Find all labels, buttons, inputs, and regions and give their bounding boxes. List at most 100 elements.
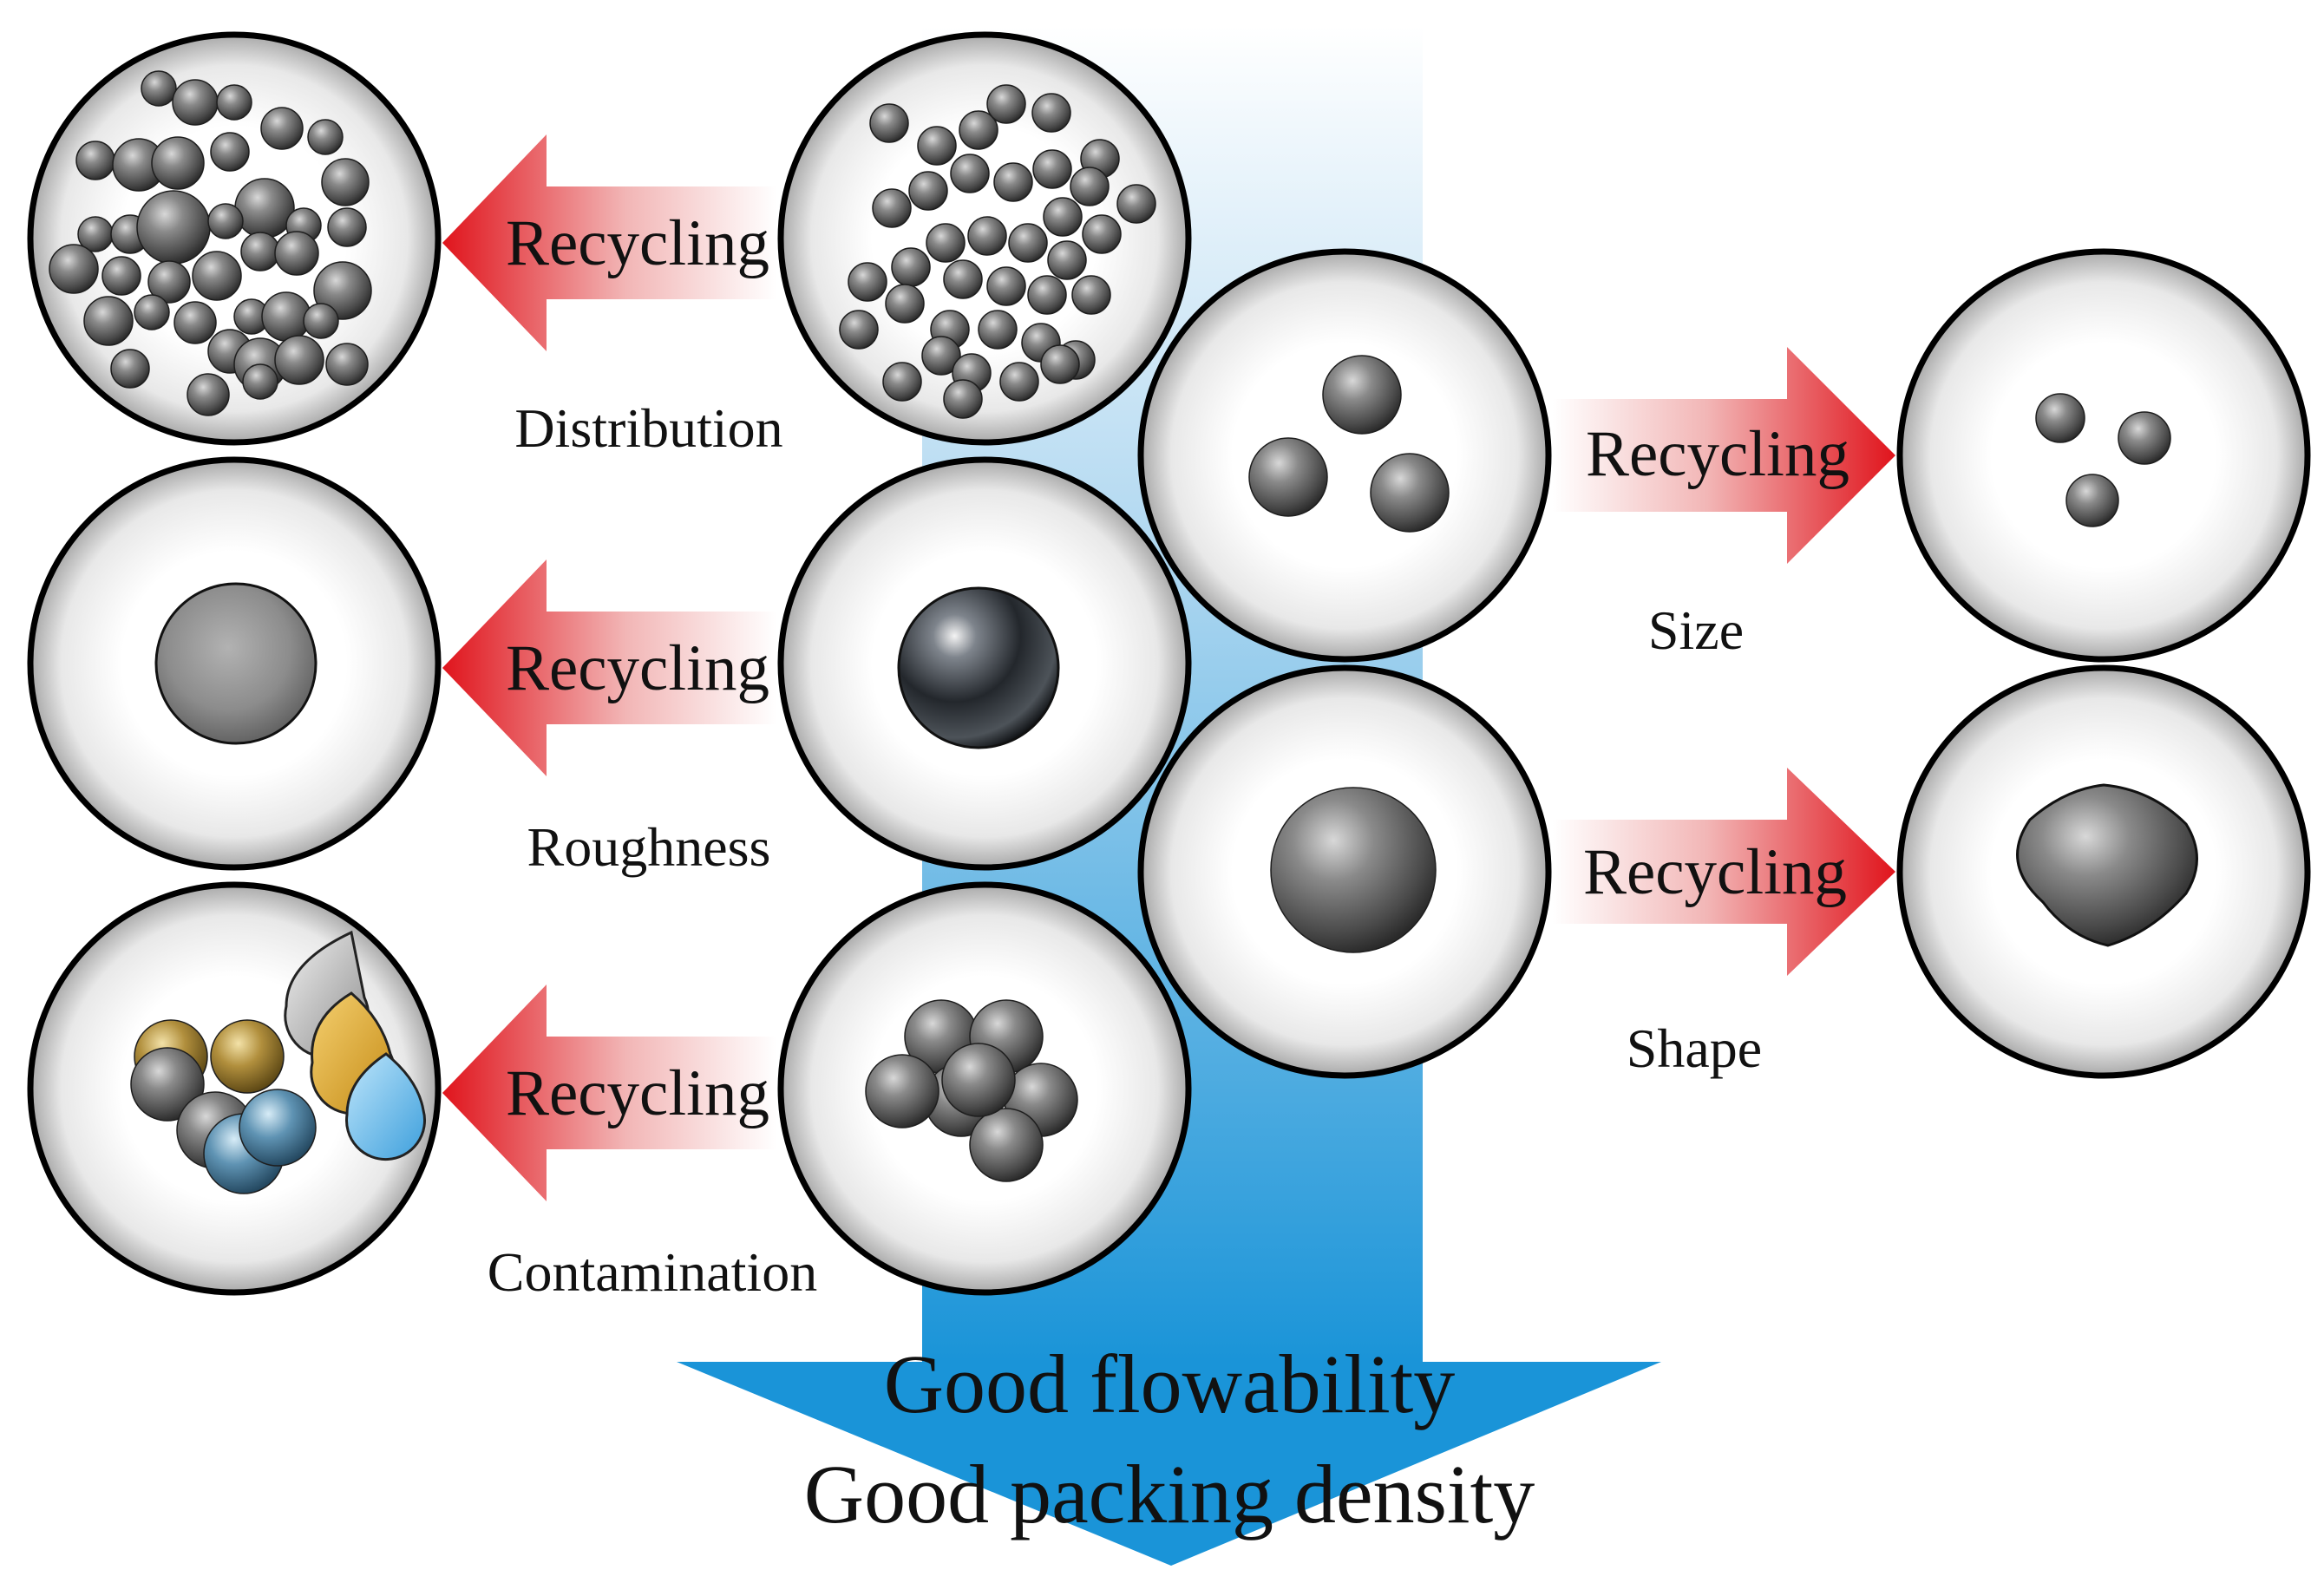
particle [872, 188, 912, 228]
particle [147, 260, 191, 304]
outcome-packing-density: Good packing density [804, 1448, 1535, 1540]
particle [993, 162, 1033, 202]
particle [921, 336, 961, 376]
circle-roughness-recycled [27, 456, 442, 871]
circle-shape-original [1137, 664, 1552, 1079]
particle [1070, 167, 1110, 206]
particle [151, 136, 205, 190]
particle [1248, 437, 1328, 517]
particle [325, 343, 369, 386]
particle [891, 247, 931, 287]
particle [885, 284, 925, 324]
particle [848, 262, 887, 302]
particle [1031, 93, 1071, 133]
particle [882, 362, 922, 402]
particle [83, 296, 134, 346]
particle [950, 154, 990, 193]
property-label-size: Size [1648, 599, 1744, 661]
particle [141, 70, 177, 107]
particle [192, 251, 242, 301]
particle [869, 103, 909, 143]
particle [865, 1054, 939, 1128]
recycling-arrow-size [1553, 347, 1895, 564]
particle [969, 1108, 1044, 1182]
circle-size-original [1137, 248, 1552, 663]
circle-roughness-original [777, 456, 1192, 871]
contaminant-droplet [345, 1052, 427, 1161]
particle [1032, 149, 1072, 189]
recycling-arrow-contamination [442, 984, 776, 1201]
circle-distribution-recycled [27, 31, 442, 446]
irregular-particle [2016, 783, 2198, 947]
particle [1370, 453, 1450, 533]
particle [2118, 411, 2171, 465]
recycling-label-roughness: Recycling [506, 632, 769, 704]
particle [1027, 275, 1067, 315]
particle [136, 190, 211, 265]
particle [967, 216, 1007, 256]
particle [1071, 275, 1111, 315]
particle [75, 141, 115, 180]
particle [1082, 214, 1122, 254]
particle [986, 84, 1026, 124]
recycling-arrow-shape [1553, 768, 1895, 976]
particle [1043, 197, 1083, 237]
rough-particle [154, 582, 318, 745]
particle [1040, 344, 1080, 384]
particle [321, 158, 370, 206]
property-label-contamination: Contamination [488, 1241, 817, 1303]
particle [2035, 393, 2085, 443]
particle [110, 349, 150, 389]
recycling-label-shape: Recycling [1583, 836, 1847, 908]
circle-contamination-recycled [27, 881, 442, 1296]
particle [1322, 355, 1402, 435]
particle [261, 291, 311, 342]
particle [260, 107, 304, 150]
particle [917, 126, 957, 166]
particle [242, 363, 278, 400]
particle [999, 362, 1039, 402]
recycling-label-contamination: Recycling [506, 1057, 769, 1129]
property-label-distribution: Distribution [514, 397, 782, 459]
particle [307, 119, 344, 155]
particle [1047, 240, 1087, 280]
particle [986, 266, 1026, 306]
particle [1008, 223, 1048, 263]
particle [274, 335, 324, 385]
particle [839, 310, 879, 350]
particle [234, 178, 295, 239]
circle-size-recycled [1896, 248, 2311, 663]
recycling-label-size: Recycling [1586, 418, 1849, 490]
particle [1116, 184, 1156, 224]
circle-shape-recycled [1896, 664, 2311, 1079]
particle [207, 203, 244, 239]
particle [239, 1089, 317, 1167]
recycling-label-distribution: Recycling [506, 207, 769, 279]
particle [941, 1043, 1016, 1117]
circle-distribution-original [777, 31, 1192, 446]
particle [216, 84, 252, 121]
particle [134, 294, 170, 330]
particle [978, 310, 1018, 350]
recycling-arrow-roughness [442, 559, 776, 776]
particle [303, 303, 339, 339]
particle [926, 223, 966, 263]
particle [49, 244, 99, 294]
particle [210, 132, 250, 172]
particle [101, 256, 141, 296]
particle [173, 301, 217, 344]
particle [327, 207, 367, 247]
smooth-particle [897, 586, 1060, 749]
particle [959, 110, 998, 150]
particle [1270, 787, 1437, 953]
property-label-shape: Shape [1627, 1017, 1762, 1079]
particle [2065, 474, 2119, 527]
circle-contamination-original [777, 881, 1192, 1296]
particle [943, 259, 983, 299]
particle [274, 231, 319, 276]
particle [240, 232, 280, 271]
particle [943, 379, 983, 419]
recycling-arrow-distribution [442, 134, 776, 351]
particle [130, 1047, 205, 1122]
